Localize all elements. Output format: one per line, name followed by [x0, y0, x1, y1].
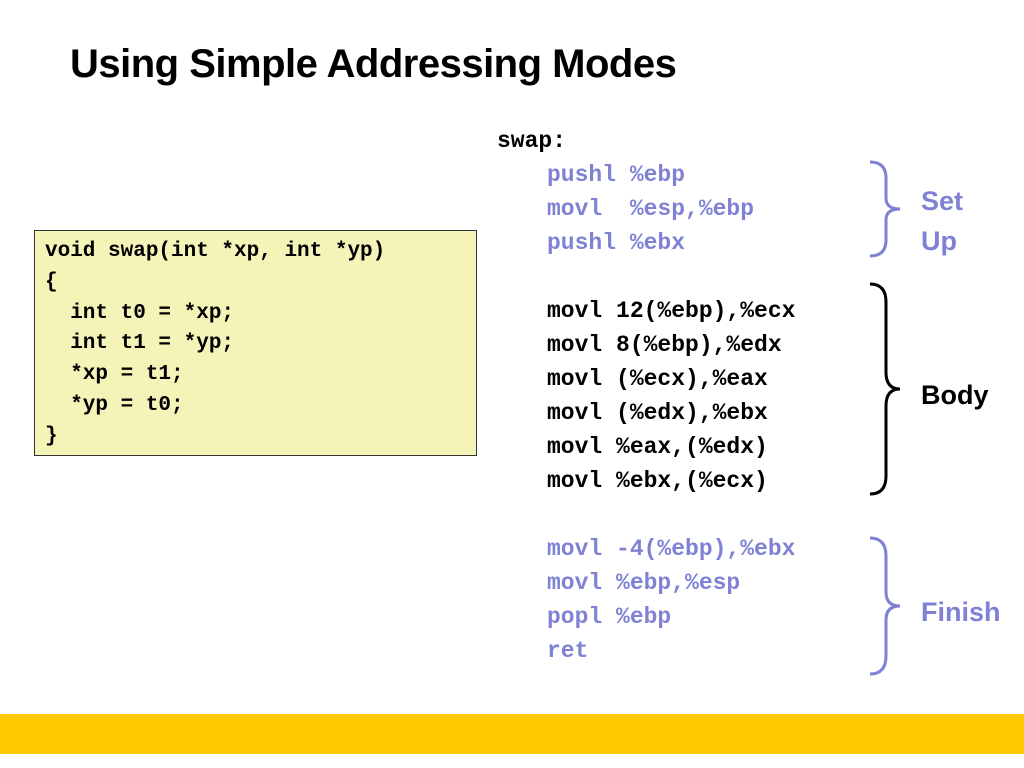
c-code-line: void swap(int *xp, int *yp): [45, 240, 386, 263]
c-code-line: }: [45, 424, 58, 448]
asm-finish-line: popl %ebp: [547, 604, 672, 630]
c-code-line: int t1 = *yp;: [45, 332, 235, 356]
asm-setup-line: movl %esp,%ebp: [547, 196, 755, 222]
body-bracket: [869, 282, 901, 496]
setup-label-line1: Set: [921, 186, 964, 216]
c-code-line: *yp = t0;: [45, 393, 184, 417]
asm-finish-line: movl -4(%ebp),%ebx: [547, 536, 796, 562]
c-code-box: void swap(int *xp, int *yp) { int t0 = *…: [34, 230, 477, 456]
asm-finish-line: movl %ebp,%esp: [547, 570, 741, 596]
c-code-line: *xp = t1;: [45, 363, 184, 387]
asm-finish-line: ret: [547, 638, 589, 664]
asm-body-line: movl (%ecx),%eax: [547, 366, 768, 392]
asm-body-line: movl %eax,(%edx): [547, 434, 768, 460]
asm-setup-line: pushl %ebx: [547, 230, 686, 256]
asm-function-label: swap:: [497, 128, 567, 154]
asm-body-line: movl 8(%ebp),%edx: [547, 332, 782, 358]
setup-bracket: [869, 160, 901, 258]
body-label: Body: [921, 380, 989, 410]
finish-bracket: [869, 536, 901, 676]
asm-setup-line: pushl %ebp: [547, 162, 686, 188]
asm-body-line: movl (%edx),%ebx: [547, 400, 768, 426]
c-code-line: int t0 = *xp;: [45, 301, 235, 325]
setup-label-line2: Up: [921, 226, 957, 256]
asm-body-line: movl %ebx,(%ecx): [547, 468, 768, 494]
slide-title: Using Simple Addressing Modes: [70, 42, 677, 86]
footer-bar: [0, 714, 1024, 754]
asm-body-line: movl 12(%ebp),%ecx: [547, 298, 796, 324]
c-code-line: {: [45, 270, 58, 294]
finish-label: Finish: [921, 597, 1001, 627]
